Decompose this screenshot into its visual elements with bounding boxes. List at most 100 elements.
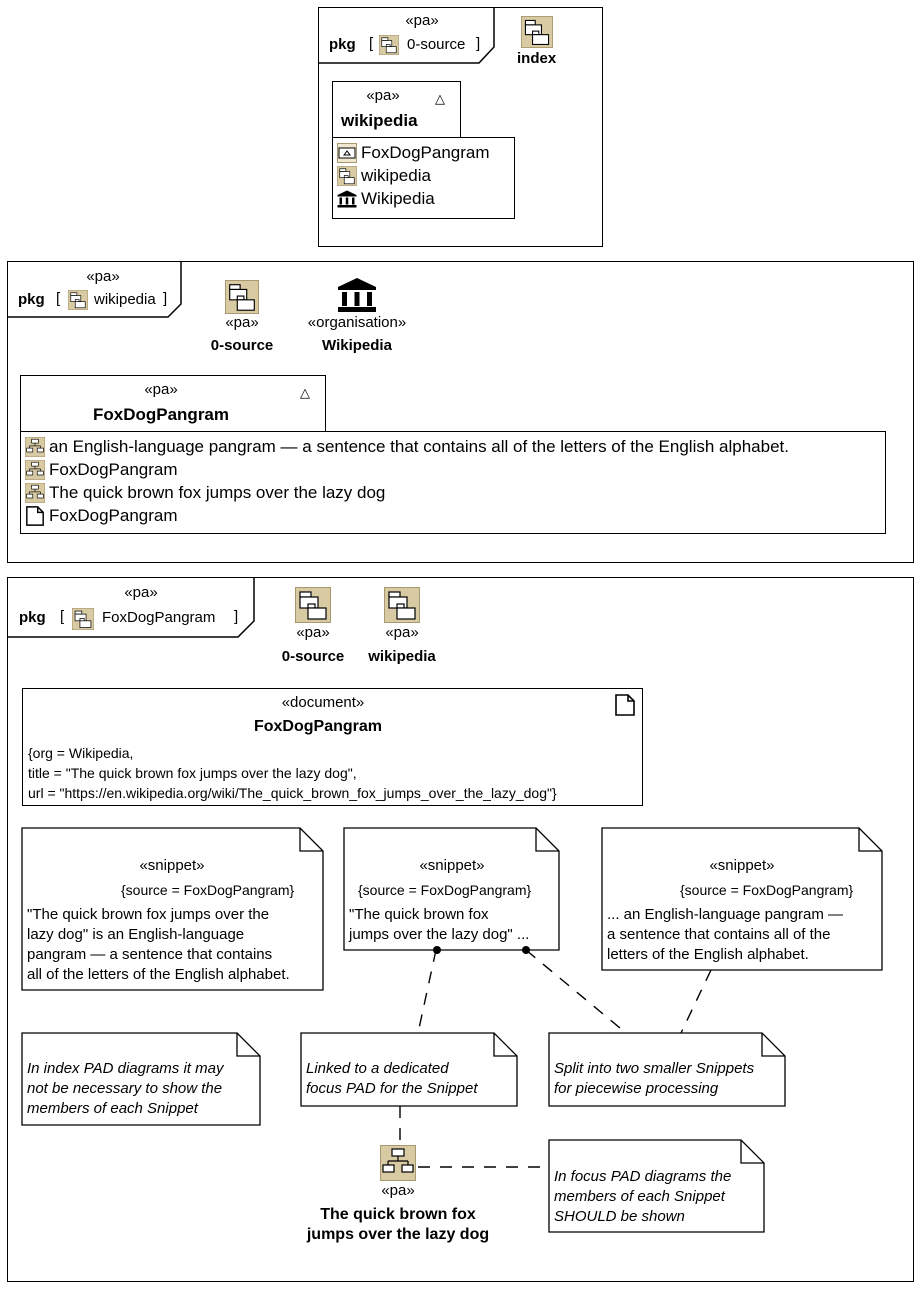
organisation-icon — [337, 189, 357, 209]
note-line: Linked to a dedicated — [306, 1060, 449, 1077]
note-line: for piecewise processing — [554, 1080, 719, 1097]
note-line: members of each Snippet — [554, 1188, 725, 1205]
package-stereotype: «pa» — [366, 87, 400, 104]
document-box[interactable]: «document» FoxDogPangram {org = Wikipedi… — [22, 688, 643, 806]
index-label: index — [517, 50, 557, 67]
note-shape — [548, 1032, 786, 1107]
member-label: FoxDogPangram — [49, 506, 178, 525]
abstract-marker: △ — [435, 91, 445, 106]
note-line: SHOULD be shown — [554, 1208, 685, 1225]
focus-package-name: The quick brown fox — [320, 1206, 476, 1223]
snippet-line: lazy dog" is an English-language — [27, 926, 245, 943]
package-stereotype: «pa» — [144, 381, 178, 398]
frame-bracket-close: ] — [234, 608, 239, 625]
package-icon[interactable] — [225, 280, 259, 314]
member-label: FoxDogPangram — [49, 460, 178, 479]
snippet-line: a sentence that contains all of the — [607, 926, 831, 943]
foxdogpangram-package-body[interactable]: an English-language pangram — a sentence… — [20, 431, 886, 534]
index-package-icon[interactable] — [521, 16, 553, 48]
foxdogpangram-frame[interactable]: «pa» pkg [ FoxDogPangram ] «pa» 0-source… — [7, 577, 914, 1282]
member-row[interactable]: FoxDogPangram — [25, 460, 178, 480]
snippet-line: ... an English-language pangram — — [607, 906, 843, 923]
snippet-package-icon[interactable] — [380, 1145, 416, 1181]
snippet-line: jumps over the lazy dog" ... — [349, 926, 530, 943]
snippet-stereotype: «snippet» — [709, 857, 775, 874]
wikipedia-frame[interactable]: «pa» pkg [ wikipedia ] «pa» 0-source «or… — [7, 261, 914, 563]
element-name: Wikipedia — [322, 337, 392, 354]
member-label: Wikipedia — [361, 189, 435, 208]
note-shape — [300, 1032, 518, 1107]
frame-tab — [8, 578, 255, 638]
document-prop: {org = Wikipedia, — [28, 745, 134, 761]
frame-name: 0-source — [407, 36, 466, 53]
focus-package-name: jumps over the lazy dog — [306, 1226, 490, 1243]
snippet-shape — [21, 827, 324, 991]
element-name: 0-source — [210, 337, 274, 354]
snippet-line: "The quick brown fox jumps over the — [27, 906, 270, 923]
package-name: FoxDogPangram — [92, 405, 230, 424]
wikipedia-package-body[interactable]: FoxDogPangram wikipedia Wikipedia — [332, 137, 515, 219]
member-label: The quick brown fox jumps over the lazy … — [49, 483, 386, 502]
wikipedia-package-tab[interactable]: «pa» wikipedia △ — [332, 81, 461, 138]
package-icon — [379, 35, 399, 55]
member-row[interactable]: Wikipedia — [337, 189, 435, 209]
member-row[interactable]: The quick brown fox jumps over the lazy … — [25, 483, 385, 503]
frame-bracket-open: [ — [56, 290, 61, 307]
snippet-stereotype: «snippet» — [139, 857, 205, 874]
package-name: wikipedia — [341, 111, 418, 130]
abstract-marker: △ — [300, 385, 310, 400]
frame-kind: pkg — [329, 36, 356, 53]
element-name: wikipedia — [368, 648, 436, 665]
index-frame[interactable]: «pa» pkg [ 0-source ] index «pa» wikiped… — [318, 7, 603, 247]
element-stereotype: «organisation» — [307, 314, 407, 331]
snippet-source: {source = FoxDogPangram} — [680, 882, 854, 898]
element-name: 0-source — [281, 648, 345, 665]
member-row[interactable]: wikipedia — [337, 166, 431, 186]
note-line: focus PAD for the Snippet — [306, 1080, 478, 1097]
tab-package-icon — [337, 143, 357, 163]
frame-kind: pkg — [19, 609, 46, 626]
frame-stereotype: «pa» — [86, 268, 120, 285]
frame-bracket-open: [ — [369, 35, 374, 52]
member-row[interactable]: FoxDogPangram — [337, 143, 490, 163]
frame-tab — [319, 8, 495, 64]
note-shape — [548, 1139, 765, 1233]
snippet-source: {source = FoxDogPangram} — [121, 882, 295, 898]
organisation-icon[interactable] — [337, 277, 377, 313]
frame-stereotype: «pa» — [405, 12, 439, 29]
element-stereotype: «pa» — [225, 314, 259, 331]
member-label: wikipedia — [361, 166, 431, 185]
document-name: FoxDogPangram — [253, 718, 382, 735]
document-stereotype: «document» — [281, 694, 365, 711]
document-icon — [25, 506, 45, 526]
frame-bracket-close: ] — [163, 290, 168, 307]
member-label: FoxDogPangram — [361, 143, 490, 162]
frame-stereotype: «pa» — [124, 584, 158, 601]
member-row[interactable]: an English-language pangram — a sentence… — [25, 437, 789, 457]
member-label: an English-language pangram — a sentence… — [49, 437, 789, 456]
snippet-package-icon — [25, 483, 45, 503]
frame-bracket-open: [ — [60, 608, 65, 625]
diagram-connectors — [21, 827, 883, 1233]
snippet-line: all of the letters of the English alphab… — [27, 966, 290, 983]
document-prop: url = "https://en.wikipedia.org/wiki/The… — [28, 785, 557, 801]
foxdogpangram-package-tab[interactable]: «pa» FoxDogPangram △ — [20, 375, 326, 432]
note-line: Split into two smaller Snippets — [554, 1060, 755, 1077]
frame-name: wikipedia — [94, 291, 156, 308]
document-prop: title = "The quick brown fox jumps over … — [28, 765, 357, 781]
snippet-package-icon — [25, 437, 45, 457]
note-line: not be necessary to show the — [27, 1080, 223, 1097]
package-icon — [68, 290, 88, 310]
snippet-shape — [601, 827, 883, 971]
frame-tab — [8, 262, 182, 318]
frame-name: FoxDogPangram — [102, 609, 216, 626]
frame-bracket-close: ] — [476, 35, 481, 52]
frame-kind: pkg — [18, 291, 45, 308]
snippet-source: {source = FoxDogPangram} — [358, 882, 532, 898]
focus-package-stereotype: «pa» — [381, 1182, 415, 1199]
snippet-package-icon — [25, 460, 45, 480]
snippet-stereotype: «snippet» — [419, 857, 485, 874]
snippet-line: pangram — a sentence that contains — [27, 946, 273, 963]
member-row[interactable]: FoxDogPangram — [25, 506, 178, 526]
snippet-line: "The quick brown fox — [349, 906, 489, 923]
